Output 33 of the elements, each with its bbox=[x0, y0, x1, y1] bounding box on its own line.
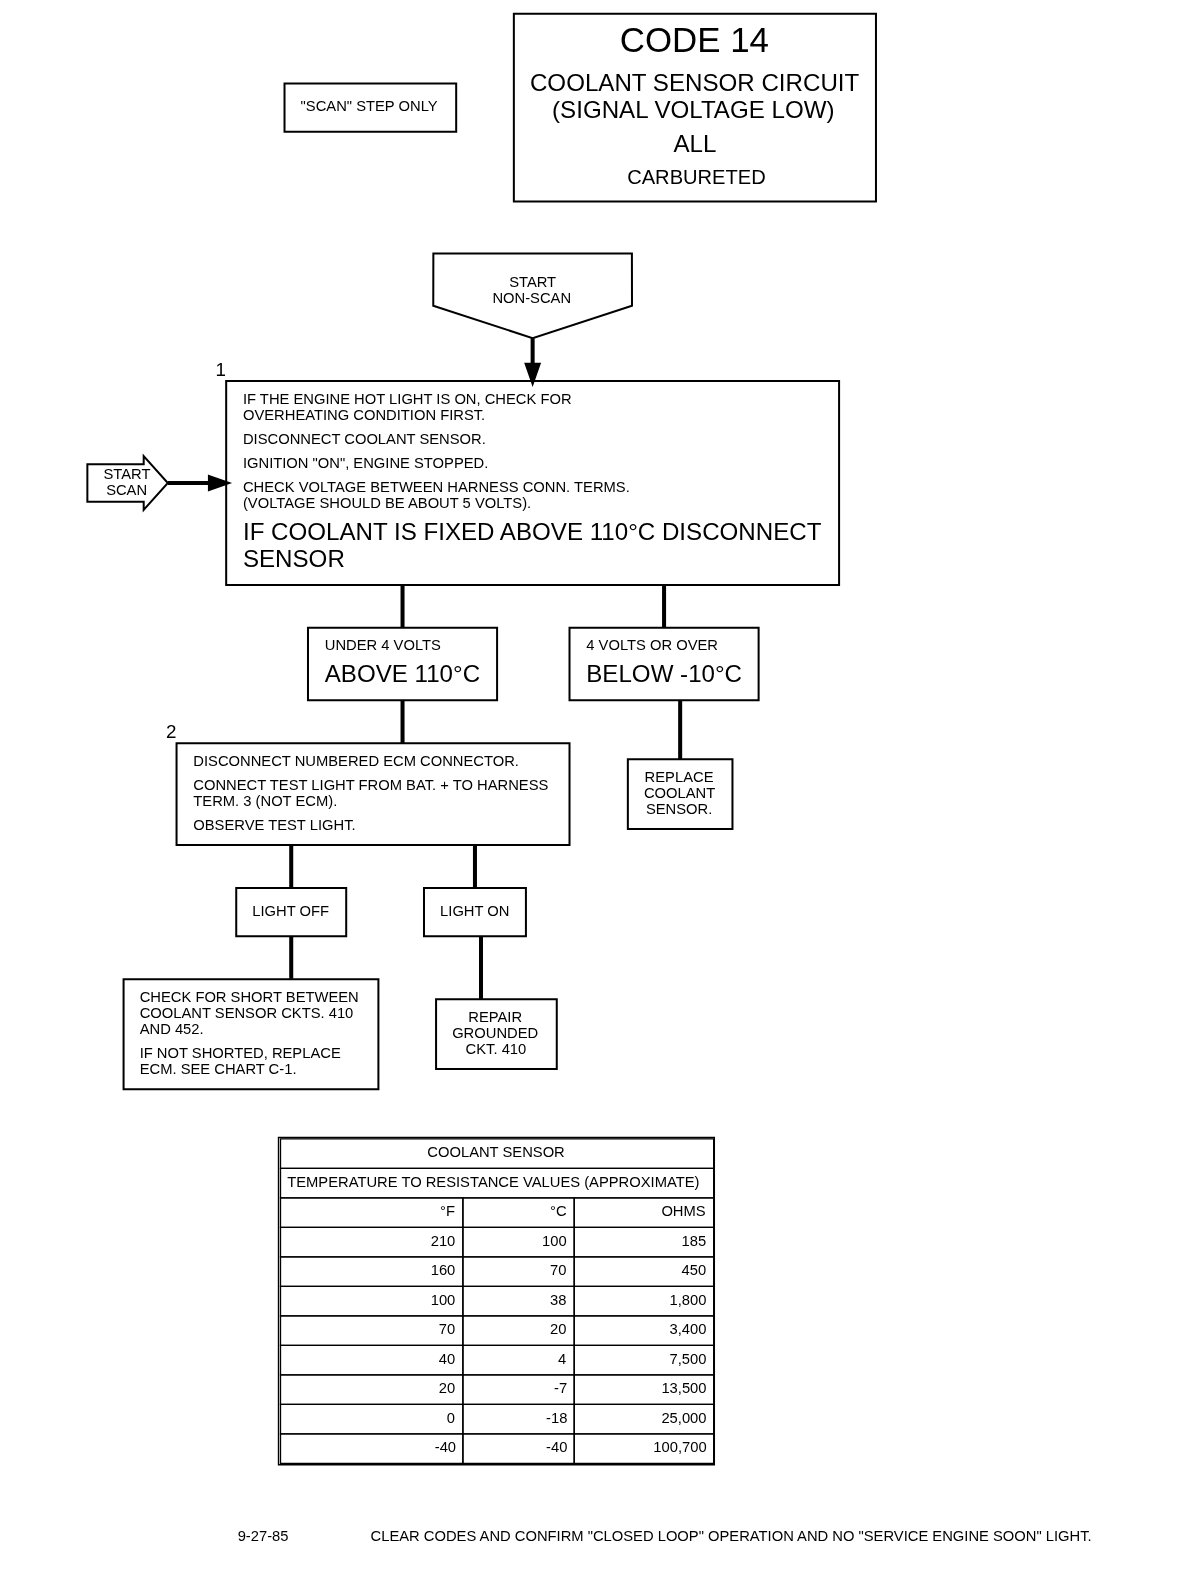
label: COOLANT SENSOR bbox=[427, 1144, 565, 1161]
label: °F bbox=[440, 1203, 456, 1220]
label: 4 bbox=[558, 1350, 567, 1367]
label: 100,700 bbox=[653, 1439, 707, 1456]
label: 450 bbox=[681, 1262, 707, 1279]
label: -18 bbox=[546, 1409, 568, 1426]
label: 185 bbox=[681, 1232, 707, 1249]
label: -40 bbox=[434, 1439, 457, 1456]
label: 1,800 bbox=[669, 1291, 707, 1308]
label: 210 bbox=[430, 1232, 456, 1249]
label: 25,000 bbox=[661, 1409, 707, 1426]
label: TEMPERATURE TO RESISTANCE VALUES (APPROXIMATE) bbox=[287, 1173, 700, 1190]
label: 20 bbox=[438, 1380, 456, 1397]
label: OHMS bbox=[661, 1203, 706, 1220]
label: 38 bbox=[550, 1291, 567, 1308]
label: 100 bbox=[430, 1291, 456, 1308]
label: 13,500 bbox=[661, 1380, 707, 1397]
label: 70 bbox=[550, 1262, 567, 1279]
label: 160 bbox=[430, 1262, 456, 1279]
label: 7,500 bbox=[669, 1350, 707, 1367]
label: -7 bbox=[554, 1380, 568, 1397]
label: °C bbox=[550, 1203, 567, 1220]
label: CLEAR CODES AND CONFIRM "CLOSED LOOP" OPERATION AND NO "SERVICE ENGINE SOON" LIGHT. bbox=[370, 1527, 1092, 1544]
node-label: 2 bbox=[165, 721, 177, 743]
label: 70 bbox=[438, 1321, 456, 1338]
label: 20 bbox=[550, 1321, 567, 1338]
label: 40 bbox=[438, 1350, 456, 1367]
label: -40 bbox=[546, 1439, 568, 1456]
label: 9-27-85 bbox=[237, 1527, 289, 1544]
label: 3,400 bbox=[669, 1321, 707, 1338]
node-label: 1 bbox=[215, 358, 227, 380]
label: 100 bbox=[542, 1232, 567, 1249]
label: 0 bbox=[446, 1409, 456, 1426]
